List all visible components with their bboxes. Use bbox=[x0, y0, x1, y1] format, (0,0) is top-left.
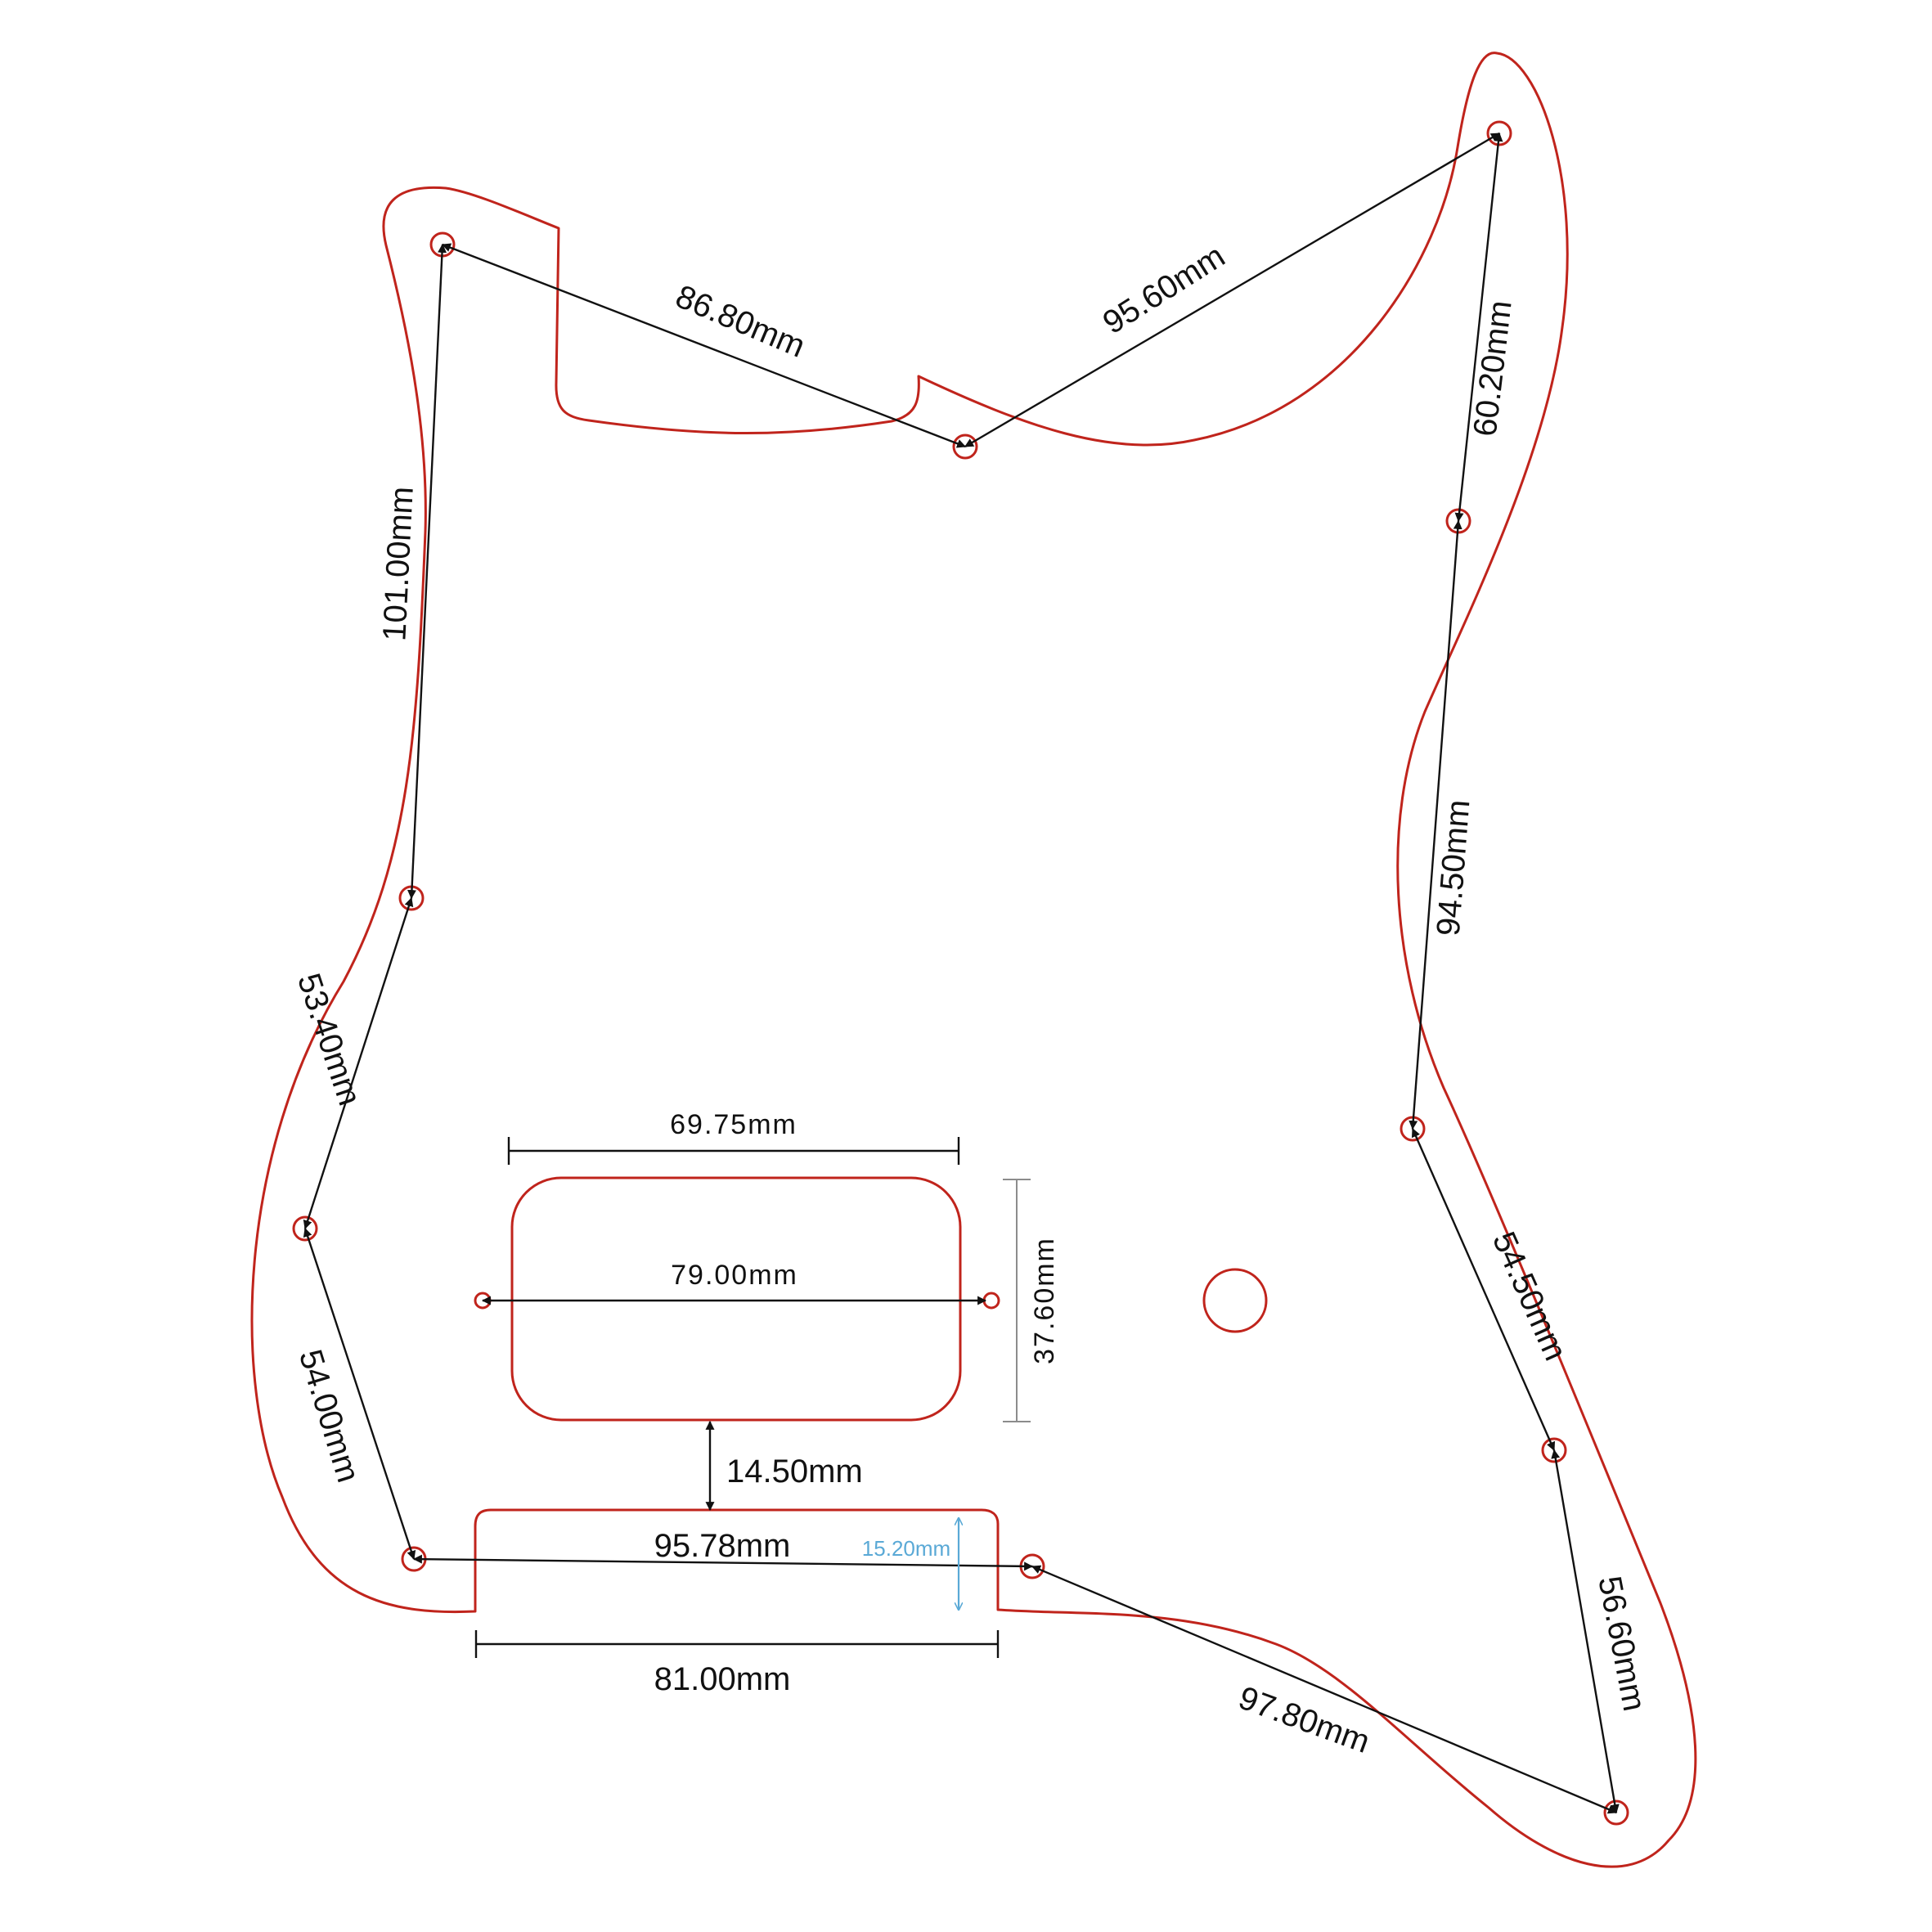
pickup-height-label: 37.60mm bbox=[1029, 1237, 1060, 1364]
left-vertical-label: 101.00mm bbox=[376, 486, 420, 642]
left-lower-diag-label: 54.00mm bbox=[292, 1346, 366, 1486]
notch-width-dimension: 81.00mm bbox=[474, 1630, 1000, 1697]
control-pot-hole bbox=[1202, 1268, 1268, 1333]
pickup-cavity bbox=[510, 1176, 962, 1422]
left-mid-diag-label: 53.40mm bbox=[290, 969, 368, 1110]
notch-width-label: 81.00mm bbox=[654, 1661, 791, 1697]
top-right-diag-label: 95.60mm bbox=[1097, 238, 1231, 341]
screw-holes bbox=[292, 120, 1629, 1826]
dimension-arrow bbox=[303, 1227, 416, 1561]
dimension-arrow bbox=[441, 243, 967, 448]
dimension-arrow bbox=[1031, 1565, 1618, 1814]
dimension-arrow bbox=[1409, 519, 1462, 1130]
dimension-arrow bbox=[407, 243, 447, 900]
pickup-mount-span-label: 79.00mm bbox=[671, 1260, 798, 1291]
right-mid-vertical-label: 94.50mm bbox=[1431, 798, 1477, 937]
right-lower-diag-label: 54.50mm bbox=[1485, 1227, 1574, 1366]
pickup-width-dimension: 69.75mm bbox=[507, 1109, 960, 1165]
dimension-arrow bbox=[412, 1554, 1034, 1571]
pickup-gap-dimension: 14.50mm bbox=[705, 1420, 863, 1512]
dimension-arrow bbox=[964, 132, 1500, 448]
notch-depth-dimension: 15.20mm bbox=[862, 1518, 959, 1610]
dimension-arrow bbox=[303, 896, 414, 1230]
notch-depth-label: 15.20mm bbox=[862, 1536, 950, 1561]
right-top-vertical-label: 60.20mm bbox=[1467, 299, 1519, 438]
top-left-diag-label: 86.80mm bbox=[671, 278, 811, 364]
bottom-mount-span-label: 95.78mm bbox=[654, 1528, 791, 1564]
dimension-arrow bbox=[1454, 132, 1503, 523]
dimension-arrows bbox=[303, 132, 1620, 1814]
pickup-width-label: 69.75mm bbox=[670, 1109, 798, 1140]
right-bottom-diag-label: 56.60mm bbox=[1591, 1573, 1652, 1714]
pickup-height-dimension: 37.60mm bbox=[1003, 1179, 1060, 1422]
screw-hole bbox=[982, 1292, 1000, 1310]
pickup-gap-label: 14.50mm bbox=[726, 1453, 863, 1489]
dimension-arrow bbox=[1411, 1127, 1556, 1452]
pickup-mount-span-dimension: 79.00mm bbox=[481, 1260, 987, 1305]
